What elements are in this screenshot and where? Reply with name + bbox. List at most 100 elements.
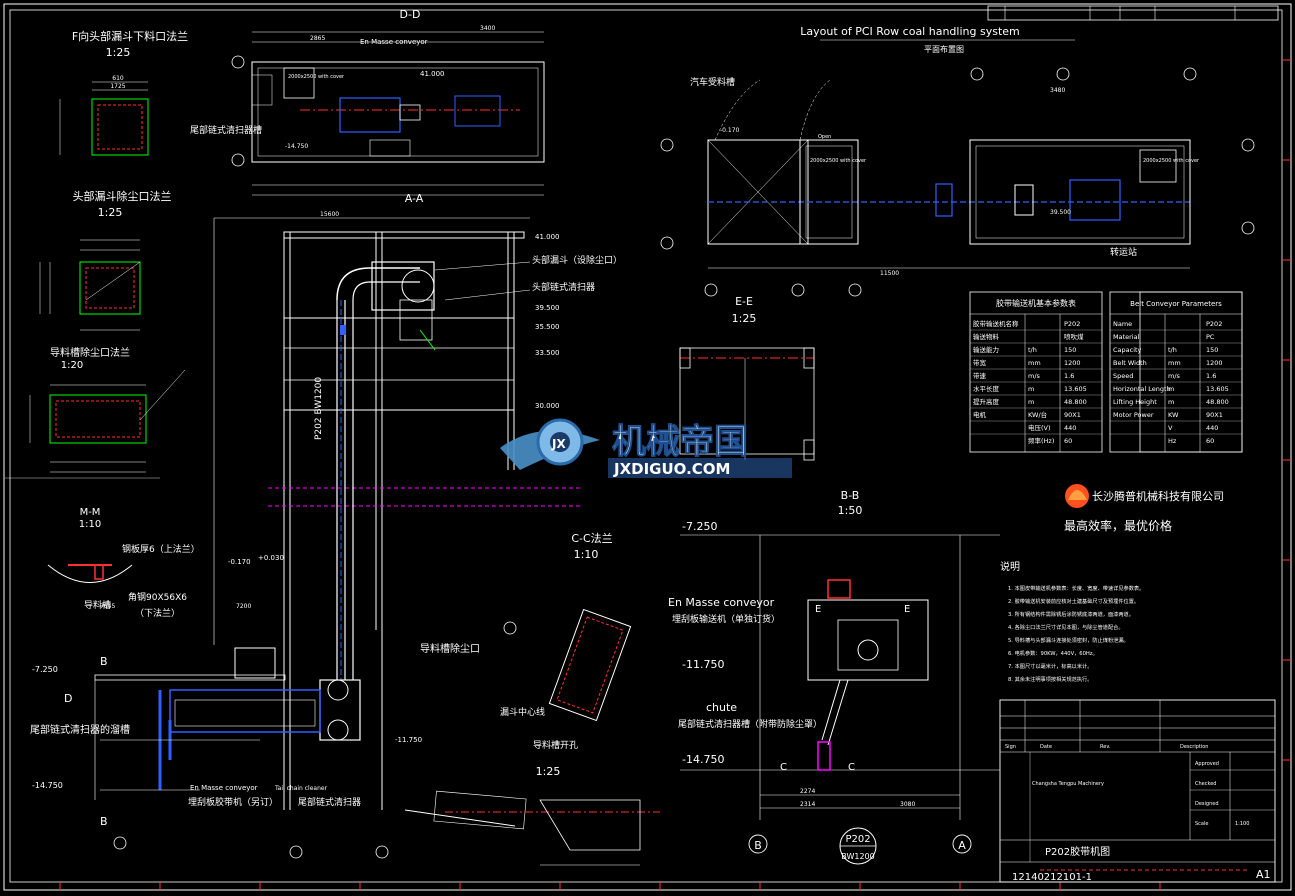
params-cn-cell: 440 <box>1064 424 1076 432</box>
plan-opening-a: 2000x2500 with cover <box>810 158 867 164</box>
company-name: 长沙腾普机械科技有限公司 <box>1092 489 1224 503</box>
bb-title: B-B <box>841 489 860 502</box>
tb-company-en: Changsha Tengpu Machinery <box>1032 781 1104 787</box>
aa-elev-39500: 39.500 <box>535 304 560 312</box>
bb-dim-2274: 2274 <box>800 788 815 795</box>
params-cn-cell: 90X1 <box>1064 411 1081 419</box>
watermark-logo-icon: JX <box>500 418 600 470</box>
params-en-cell: 1200 <box>1206 359 1223 367</box>
dd-dim-3400: 3400 <box>480 25 495 32</box>
dd-en-masse: En Masse conveyor <box>360 38 428 46</box>
mm-title: M-M <box>80 507 101 518</box>
aa-elev-7250: -7.250 <box>32 665 58 674</box>
note-line: 6. 电机参数：90KW，440V，60Hz。 <box>1008 649 1098 657</box>
note-line: 5. 导料槽与头部漏斗连接处须密封，防止煤粉泄漏。 <box>1008 636 1129 644</box>
plan-opening-b: 2000x2500 with cover <box>1143 158 1200 164</box>
head-flange-title: 头部漏斗除尘口法兰 <box>73 189 172 203</box>
guide-trough-label: 导料槽 <box>84 599 111 611</box>
params-en-cell: KW <box>1168 411 1179 419</box>
note-line: 4. 各除尘口法兰尺寸详见本图，与除尘管道配合。 <box>1008 623 1124 631</box>
guide-flange-scale: 1:20 <box>61 360 83 371</box>
head-funnel-label: 头部漏斗（设除尘口） <box>532 254 622 266</box>
bb-e-right: E <box>904 604 910 615</box>
aa-dim-15600: 15600 <box>320 211 339 218</box>
ee-title: E-E <box>735 295 753 308</box>
params-cn-cell: 输送能力 <box>973 345 999 354</box>
funnel-center-label: 漏斗中心线 <box>500 706 545 718</box>
top-revision-strip <box>987 5 1279 21</box>
tail-cleaner-chute-label: 尾部链式清扫器的溜槽 <box>30 723 130 736</box>
plan-elev-b: -0.170 <box>720 127 740 134</box>
dd-title: D-D <box>400 8 421 21</box>
plan-title-cn: 平面布置图 <box>924 44 964 54</box>
f-flange-view: F向头部漏斗下料口法兰 1:25 610 1725 <box>59 29 188 156</box>
aa-conveyor-id: P202 BW1200 <box>314 377 324 440</box>
cc-scale: 1:10 <box>574 548 599 561</box>
params-en-cell: 13.605 <box>1206 385 1229 393</box>
company-slogan: 最高效率，最优价格 <box>1064 518 1172 533</box>
guide-flange-view: 导料槽除尘口法兰 1:20 <box>5 346 186 479</box>
params-cn-title: 胶带输送机基本参数表 <box>996 298 1076 308</box>
params-cn-cell: 带宽 <box>973 358 987 367</box>
f-flange-scale: 1:25 <box>106 46 131 59</box>
aa-elev-41000: 41.000 <box>535 233 560 241</box>
svg-text:JX: JX <box>551 437 566 451</box>
bb-grid-a: A <box>958 839 966 852</box>
plan-open-a: Open <box>818 134 831 140</box>
params-en-cell: Capacity <box>1113 346 1142 354</box>
chute-label: chute <box>706 701 737 714</box>
note-line: 3. 所有钢结构件需除锈后涂防锈底漆两道，面漆两道。 <box>1008 610 1134 618</box>
params-en-cell: Hz <box>1168 437 1177 445</box>
company-block: 长沙腾普机械科技有限公司 最高效率，最优价格 <box>1064 484 1224 533</box>
aa-dim-7200: 7200 <box>236 603 251 610</box>
dd-elev: 41.000 <box>420 70 445 78</box>
bb-dim-3080: 3080 <box>900 801 915 808</box>
chute-detail-view <box>404 790 660 866</box>
params-en-cell: 150 <box>1206 346 1218 354</box>
f-flange-title: F向头部漏斗下料口法兰 <box>72 29 188 43</box>
params-en-cell: P202 <box>1206 320 1222 328</box>
bb-scale: 1:50 <box>838 504 863 517</box>
aa-elev-11750: -11.750 <box>395 736 422 744</box>
params-en-cell: Horizontal Length <box>1113 385 1171 393</box>
angle-steel-label: 角钢90X56X6 <box>128 591 187 603</box>
head-flange-view: 头部漏斗除尘口法兰 1:25 <box>39 189 172 331</box>
mm-scale: 1:10 <box>79 519 101 530</box>
note-line: 2. 胶带输送机安装前应核对土建基础尺寸及预埋件位置。 <box>1008 597 1139 605</box>
aa-elev-33500: 33.500 <box>535 349 560 357</box>
ee-scale: 1:25 <box>732 312 757 325</box>
ee-view: E-E 1:25 <box>679 295 815 461</box>
buried-label: 埋刮板输送机（单独订货） <box>672 613 780 625</box>
bb-elev-7250: -7.250 <box>682 520 717 533</box>
params-cn-cell: P202 <box>1064 320 1080 328</box>
params-cn-cell: t/h <box>1028 346 1037 354</box>
tb-sign: Sign <box>1005 744 1016 750</box>
tb-checked: Checked <box>1195 781 1216 787</box>
title-block: Sign Date Rev. Description Changsha Teng… <box>999 699 1276 883</box>
frame-ticks <box>59 59 1291 890</box>
params-en-cell: V <box>1168 424 1173 432</box>
dd-opening-a: 2000x2500 with cover <box>288 74 345 80</box>
params-cn-cell: 48.800 <box>1064 398 1087 406</box>
aa-title: A-A <box>405 192 424 205</box>
sheet-size: A1 <box>1256 868 1271 881</box>
dd-tail-cleaner: 尾部链式清扫器槽 <box>190 124 262 136</box>
params-cn-cell: 电机 <box>973 410 987 419</box>
aa-elev-0170: -0.170 <box>228 558 251 566</box>
bb-view: B-B 1:50 -7.250 En Masse conveyor 埋刮板输送机… <box>668 489 1000 865</box>
notes-title: 说明 <box>1000 560 1020 573</box>
params-cn-cell: 60 <box>1064 437 1072 445</box>
params-en-title: Belt Conveyor Parameters <box>1130 300 1222 308</box>
mm-view: M-M 1:10 钢板厚6（上法兰） 角钢90X56X6 （下法兰） 导料槽 <box>47 507 200 619</box>
bottom-scale: 1:25 <box>536 765 561 778</box>
params-en-cell: m <box>1168 385 1174 393</box>
params-cn-cell: 提升高度 <box>973 397 1000 406</box>
notes-block: 说明 1. 本图皮带输送机参数表：长度、宽度、带速详见参数表。2. 胶带输送机安… <box>1000 560 1144 683</box>
lower-flange-label: （下法兰） <box>135 607 180 619</box>
params-en-cell: m/s <box>1168 372 1181 380</box>
params-en-cell: PC <box>1206 333 1215 341</box>
params-cn-cell: 输送物料 <box>973 332 1000 341</box>
company-logo-icon <box>1065 484 1089 508</box>
dd-plan-view: D-D 2000x2500 with cover 3400 2865 En Ma… <box>190 8 545 196</box>
